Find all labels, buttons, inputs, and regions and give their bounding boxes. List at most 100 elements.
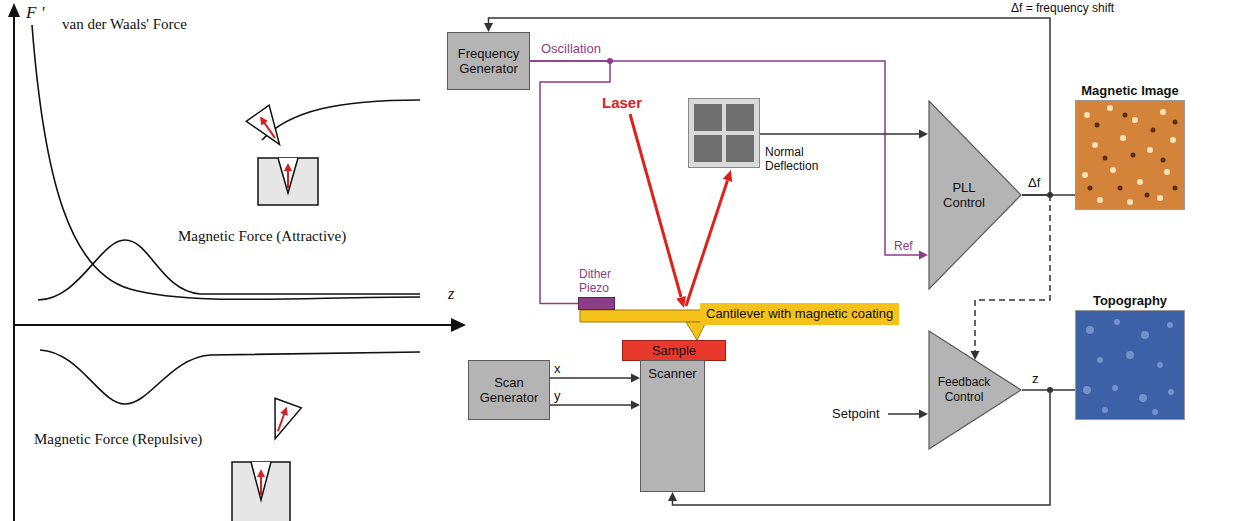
tip-repulsive [262,398,301,443]
pll-amplifier: PLL Control [928,100,1022,290]
curve-label: Magnetic Force (Repulsive) [34,430,202,448]
moment-arrowhead [280,405,290,415]
photodiode-quadrant [694,104,722,131]
laser-ray [630,114,681,297]
node-label: Frequency Generator [451,46,526,76]
node-label: Sample [652,343,696,358]
moment-arrow [263,121,274,137]
laser-ray [686,180,728,306]
signal-label: y [553,388,562,403]
photodiode-quadrant [726,135,754,162]
distance-axis [14,324,452,326]
moment-arrow [278,412,285,431]
force-axis [13,15,15,521]
node-label: Dither Piezo [579,267,625,295]
image-title: Magnetic Image [1081,83,1179,98]
amplifier-triangle [929,101,1021,289]
generator-box: Frequency Generator [447,32,530,90]
tip-outline [262,398,301,443]
feedback-amplifier: Feedback Control [928,330,1022,450]
amplifier-triangle [929,331,1021,449]
connector-line [530,61,919,255]
image-panel: Magnetic Image [1075,100,1185,210]
tip-outline [246,105,291,152]
force-graph [8,3,466,521]
connector-line [760,133,919,135]
moment-arrowhead [257,469,265,477]
arrowhead [919,130,928,139]
sample-block [258,158,318,205]
signal-label: Oscillation [540,41,602,56]
moment-arrowhead [257,114,268,125]
photodiode: Normal Deflection [688,98,760,168]
arrowhead [631,401,640,410]
curve-label: van der Waals' Force [62,15,187,33]
bright-spots [1082,105,1176,205]
piezo-block: Dither Piezo [578,297,615,310]
sample-notch [278,158,298,193]
arrowhead [484,23,493,32]
image-title: Topography [1093,293,1167,308]
magnetic-image [1075,100,1185,210]
topography-image [1075,310,1185,420]
node-label: Scanner [648,366,696,381]
curve-label: Magnetic Force (Attractive) [178,227,346,245]
moment-arrowhead [284,163,292,171]
node-label: Cantilever with magnetic coating [706,305,893,323]
sample-notch [251,462,271,500]
arrowhead [631,374,640,383]
signal-label: x [553,361,562,376]
wire-arrowhead [919,410,928,419]
image-panel: Topography [1075,310,1185,420]
setpoint-wire [888,413,920,415]
sample-attractive [258,158,318,205]
vdw-curve [32,25,420,299]
photodiode-quadrant [726,104,754,131]
junction-dot [607,58,613,64]
image-ground [1075,100,1185,210]
laser-arrowhead [723,170,732,182]
dark-spots [1088,113,1178,198]
sample-block [232,462,290,521]
beam-label: Laser [602,94,642,112]
cantilever-band: Cantilever with magnetic coating [700,303,899,325]
signal-connector [760,130,928,139]
approach-curve [262,100,420,140]
junction-dot [1047,387,1053,393]
photodiode-quadrant [694,135,722,162]
connector-line [550,377,631,379]
tip-attractive [246,105,291,152]
sample-block: Sample [622,340,726,361]
axis-arrowhead [451,318,466,332]
connector-line [550,404,631,406]
scanner-block: Scanner [640,360,705,492]
node-label: Normal Deflection [765,145,831,173]
signal-label: Δf [1027,175,1041,190]
arrowhead [919,251,928,260]
signal-connector [550,401,640,410]
laser-arrowhead [676,296,686,308]
signal-label: z [1031,371,1040,386]
arrowhead [668,492,677,501]
moment-arrow [287,170,289,188]
node-label: PLL Control [932,180,996,210]
signal-connector [530,61,928,260]
node-label: Feedback Control [932,375,996,405]
signal-label: Δf = frequency shift [1010,1,1115,16]
repulsive-curve [40,350,420,404]
signal-label: Ref [894,239,913,254]
laser-beam [630,114,732,308]
node-label: Scan Generator [472,375,546,405]
sample-repulsive [232,462,290,521]
moment-arrow [260,476,262,495]
signal-connector [550,374,640,383]
attractive-curve [38,240,420,300]
axis-arrowhead [8,3,20,17]
junction-dot [1047,192,1053,198]
axis-label: F ' [26,3,44,23]
signal-label: Setpoint [832,406,880,422]
image-ground [1075,310,1185,420]
axis-label: z [448,284,454,303]
height-spots [1083,319,1174,415]
